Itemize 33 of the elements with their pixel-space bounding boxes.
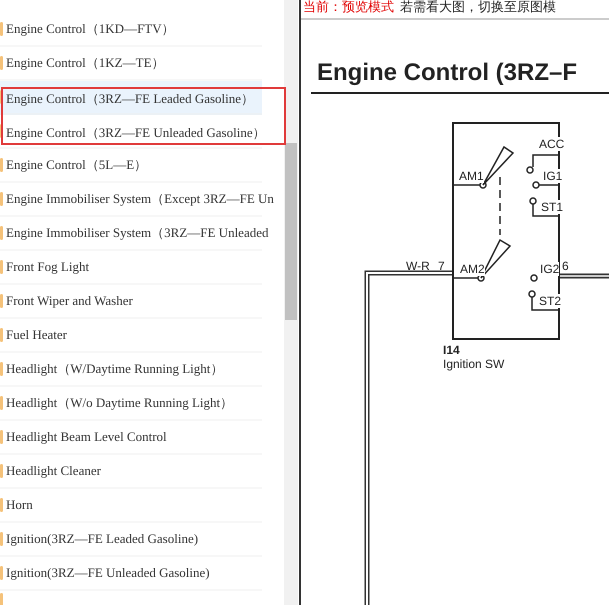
terminal-label: IG2 xyxy=(540,262,560,276)
status-text: 当前：预览模式 xyxy=(303,0,394,15)
menu-item: Engine Control（1KZ—TE） xyxy=(6,55,165,71)
menu-item: Engine Immobiliser System（Except 3RZ—FE Un xyxy=(6,191,274,207)
menu-item: Engine Control（3RZ—FE Unleaded Gasoline） xyxy=(6,125,266,141)
menu-item: Ignition(3RZ—FE Unleaded Gasoline) xyxy=(6,565,210,581)
menu-item: Headlight（W/o Daytime Running Light） xyxy=(6,395,234,411)
menu-item: Ignition(3RZ—FE Leaded Gasoline) xyxy=(6,531,198,547)
wire-color-label: W-R xyxy=(406,259,430,273)
terminal-label: ST1 xyxy=(541,200,564,214)
pin-number: 6 xyxy=(562,259,569,273)
terminal-label: AM1 xyxy=(459,169,484,183)
menu-item: Front Wiper and Washer xyxy=(6,293,133,309)
terminal-label: ST2 xyxy=(539,294,562,308)
diagram-title: Engine Control (3RZ–F xyxy=(317,59,577,87)
menu-item: Engine Control（3RZ—FE Leaded Gasoline） xyxy=(6,91,254,107)
notice-text: 若需看大图，切换至原图模 xyxy=(400,0,556,15)
part-code: I14 xyxy=(443,343,460,357)
terminal-label: ACC xyxy=(539,137,564,151)
terminal-label: AM2 xyxy=(460,262,485,276)
menu-item: Engine Control（1KD—FTV） xyxy=(6,21,175,37)
menu-item: Headlight Cleaner xyxy=(6,463,101,479)
menu-item: Engine Control（5L—E） xyxy=(6,157,148,173)
pin-number: 7 xyxy=(438,259,445,273)
menu-item: Headlight（W/Daytime Running Light） xyxy=(6,361,224,377)
menu-item: Headlight Beam Level Control xyxy=(6,429,167,445)
part-name: Ignition SW xyxy=(443,357,504,371)
menu-item: Engine Immobiliser System（3RZ—FE Unleaded xyxy=(6,225,268,241)
menu-item: Horn xyxy=(6,497,33,513)
menu-item: Front Fog Light xyxy=(6,259,90,275)
menu-item: Fuel Heater xyxy=(6,327,68,343)
terminal-label: IG1 xyxy=(543,169,562,183)
highlight-box xyxy=(1,87,286,145)
